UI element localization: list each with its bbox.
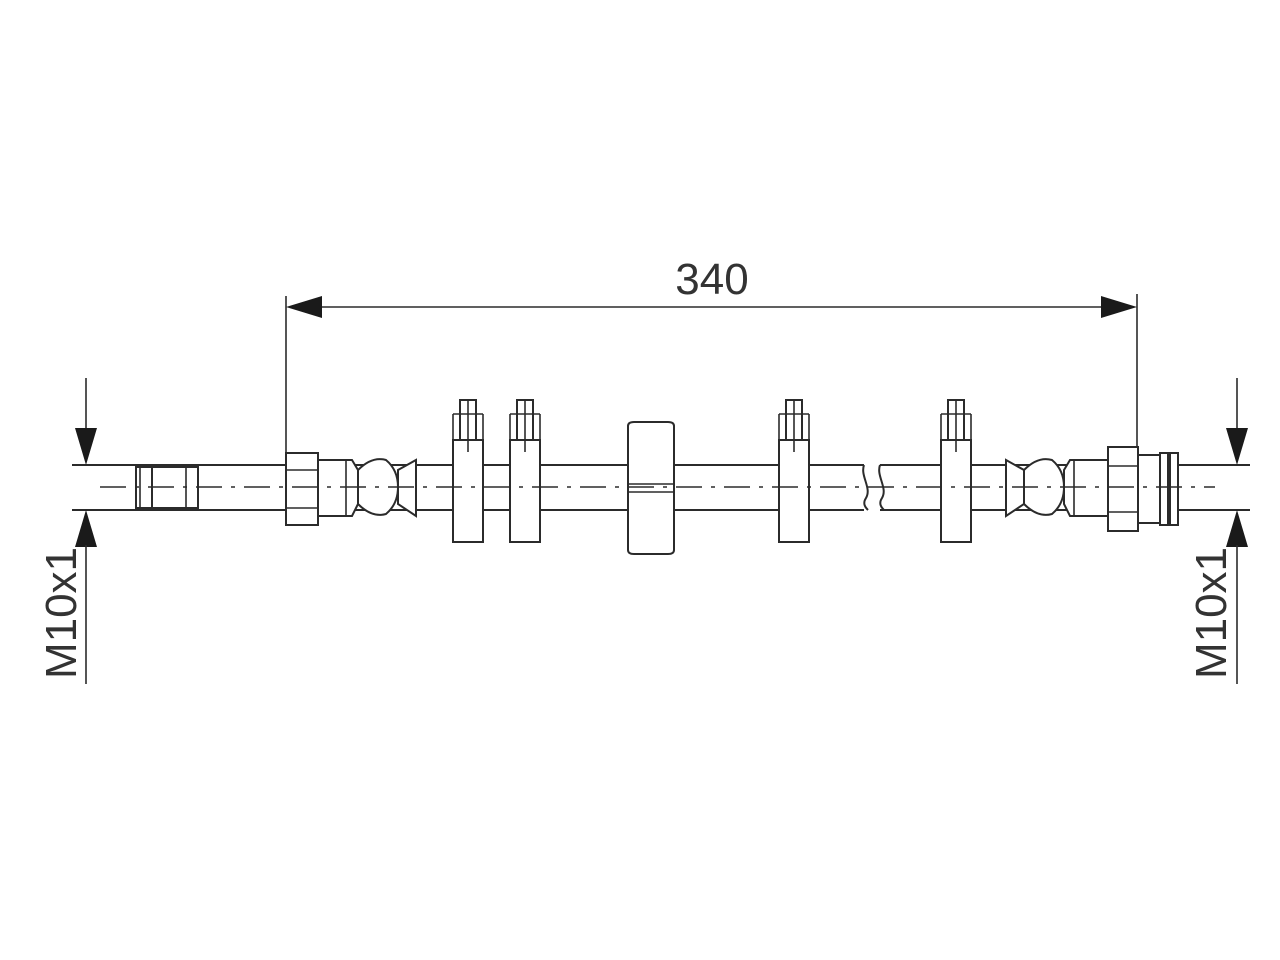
- right-thread-dimension: M10x1: [1187, 378, 1248, 684]
- length-value: 340: [675, 255, 748, 304]
- length-dimension: 340: [285, 255, 1138, 453]
- right-threaded-end: [1137, 452, 1179, 526]
- rubber-grommet: [627, 421, 675, 555]
- right-fitting: [1005, 446, 1139, 532]
- bracket-clip-3: [778, 399, 810, 543]
- bracket-clip-1: [452, 399, 484, 543]
- right-thread-label: M10x1: [1187, 547, 1236, 679]
- bracket-clip-4: [940, 399, 972, 543]
- break-symbol: [862, 464, 869, 511]
- left-thread-label: M10x1: [37, 547, 86, 679]
- left-thread-dimension: M10x1: [37, 378, 97, 684]
- bracket-clip-2: [509, 399, 541, 543]
- left-fitting: [285, 452, 417, 526]
